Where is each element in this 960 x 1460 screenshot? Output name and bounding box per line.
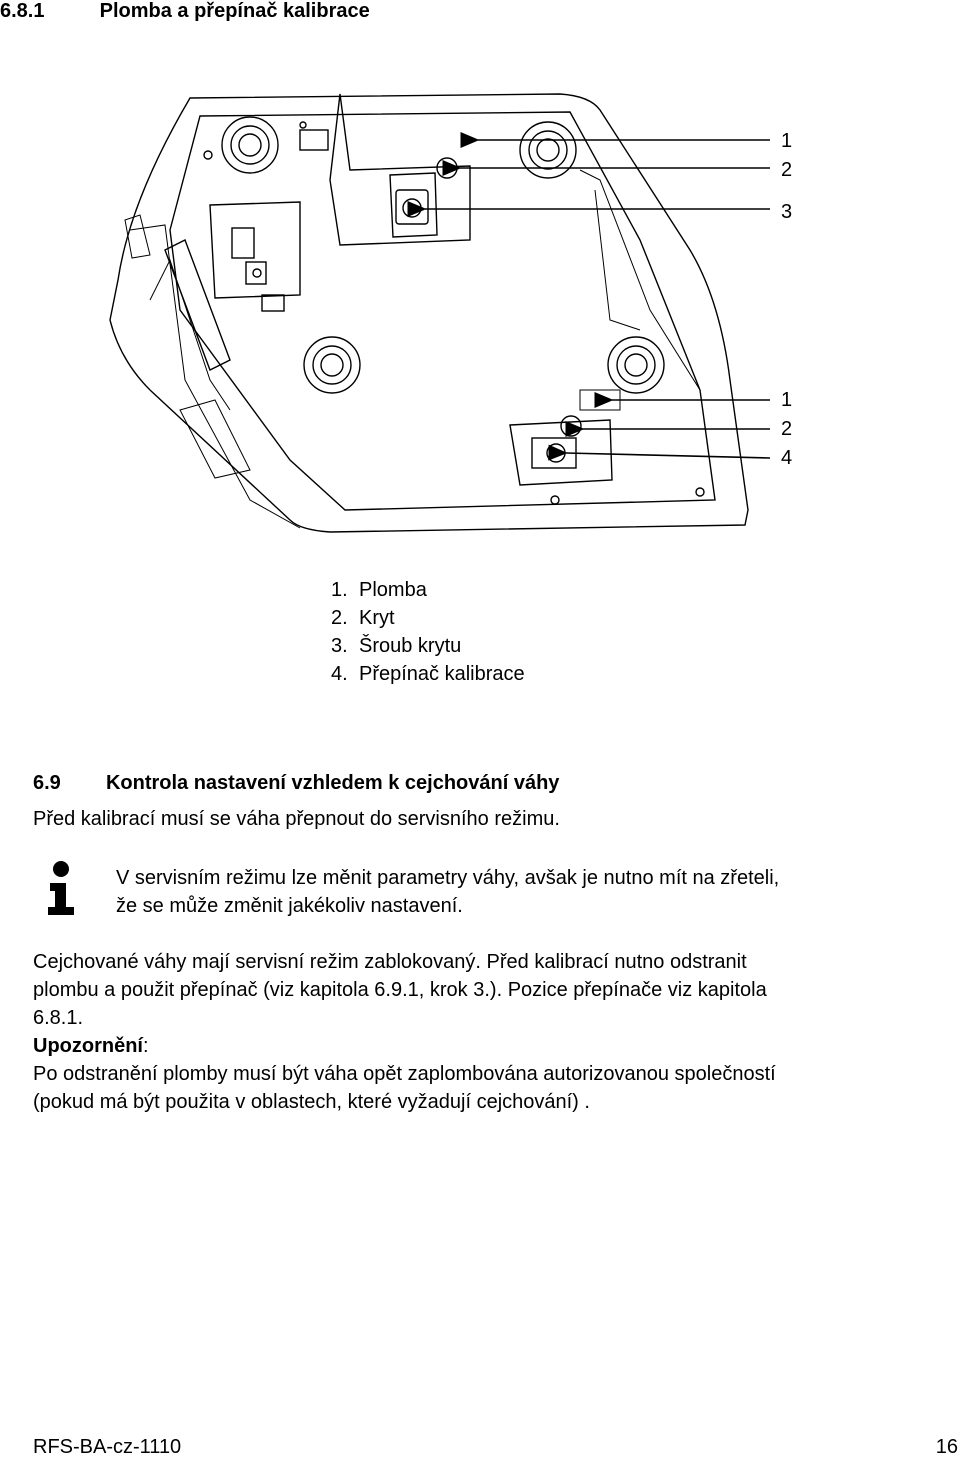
callout-top-1: 1 [781,130,793,152]
foot-bottom-right [607,336,665,394]
foot-top-right [519,121,577,179]
callout-top-3: 3 [781,201,793,223]
foot-bottom-left [303,336,361,394]
section-heading-6-9: 6.9 Kontrola nastavení vzhledem k cejcho… [33,772,559,795]
foot-top-left [221,116,279,174]
info-note: V servisním režimu lze měnit parametry v… [116,864,779,920]
info-note-line: V servisním režimu lze měnit parametry v… [116,867,780,889]
connector-3 [261,294,285,312]
warning-label: Upozornění [33,1035,143,1057]
paragraph-line: 6.8.1. [33,1007,84,1029]
side-panel-left [164,239,231,371]
base-plate [169,111,716,511]
info-icon [48,861,74,915]
footer-page-number: 16 [935,1436,958,1458]
scale-bottom-drawing [109,93,771,533]
leader-switch [548,444,771,461]
paragraph-line: Cejchované váhy mají servisní režim zabl… [33,951,747,973]
body-paragraph: Cejchované váhy mají servisní režim zabl… [33,948,776,1116]
warning-heading: Upozornění: [33,1035,149,1057]
section-number: 6.8.1 [0,0,45,22]
legend-item: 1.Plomba [331,579,427,601]
seal-top [436,157,458,179]
legend-item: 3.Šroub krytu [331,635,462,657]
legend-item: 2.Kryt [331,607,395,629]
connector-panel [209,201,301,299]
connector-1 [231,227,255,259]
cover-screw-socket [395,189,429,225]
warning-line: Po odstranění plomby musí být váha opět … [33,1063,776,1085]
center-frame [329,93,471,246]
connector-2 [245,261,267,285]
callout-bottom-4: 4 [781,447,793,469]
callout-bottom-2: 2 [781,418,793,440]
section-title: Plomba a přepínač kalibrace [99,0,370,22]
seal-bottom [560,415,582,437]
intro-paragraph: Před kalibrací musí se váha přepnout do … [33,808,560,830]
footer-doc-id: RFS-BA-cz-1110 [33,1436,182,1458]
callout-bottom-1: 1 [781,389,793,411]
figure-legend: 1.Plomba 2.Kryt 3.Šroub krytu 4.Přepínač… [331,576,525,688]
callout-top-2: 2 [781,159,793,181]
info-note-line: že se může změnit jakékoliv nastavení. [116,895,463,917]
cover-screw [402,198,422,218]
housing-outline [109,93,749,533]
legend-item: 4.Přepínač kalibrace [331,663,525,685]
section-title: Kontrola nastavení vzhledem k cejchování… [105,772,560,794]
warning-line: (pokud má být použita v oblastech, které… [33,1091,590,1113]
section-number: 6.9 [33,772,61,794]
paragraph-line: plombu a použit přepínač (viz kapitola 6… [33,979,767,1001]
section-heading: 6.8.1 Plomba a přepínač kalibrace [0,0,370,23]
